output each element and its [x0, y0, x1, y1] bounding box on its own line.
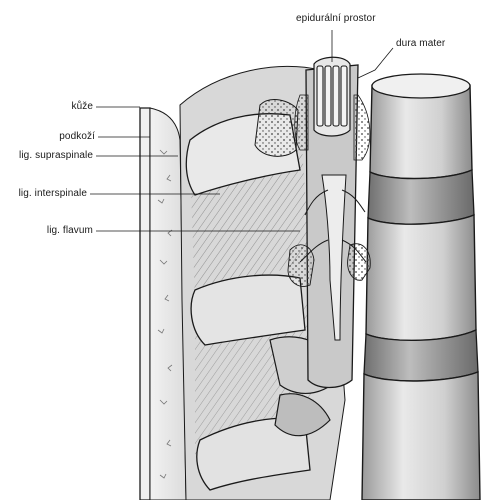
- label-skin: kůže: [20, 101, 93, 112]
- label-interspinous-ligament: lig. interspinale: [0, 188, 87, 199]
- label-epidural-space: epidurální prostor: [296, 13, 376, 24]
- skin-layer: [140, 108, 186, 500]
- label-dura-mater: dura mater: [396, 38, 445, 49]
- vertebral-bodies: [362, 74, 480, 500]
- label-supraspinous-ligament: lig. supraspinale: [0, 150, 93, 161]
- label-ligamentum-flavum: lig. flavum: [0, 225, 93, 236]
- label-subcutis: podkoží: [20, 131, 95, 142]
